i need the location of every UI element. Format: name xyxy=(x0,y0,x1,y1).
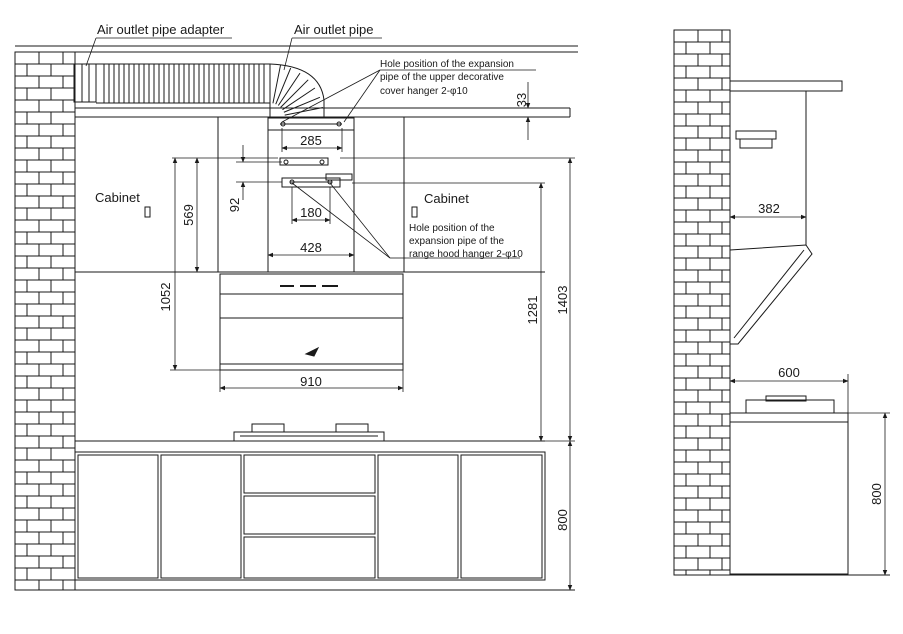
dim-hood-bottom-height: 1052 xyxy=(158,283,173,312)
upper-cabinet-shelf xyxy=(75,107,571,118)
dim-hood-width: 910 xyxy=(300,374,322,389)
dim-side-chimney-depth: 382 xyxy=(758,201,780,216)
air-outlet-pipe xyxy=(96,63,325,119)
side-worktop xyxy=(729,395,890,576)
front-view xyxy=(14,37,578,591)
dim-chimney-width: 428 xyxy=(300,240,322,255)
upper-hole-note-line-2: pipe of the upper decorative xyxy=(380,72,504,83)
cabinet-left-label: Cabinet xyxy=(95,190,140,205)
ceiling-slab xyxy=(15,45,578,53)
side-hood-profile xyxy=(729,244,813,345)
dim-cabinet-to-hood: 569 xyxy=(181,204,196,226)
lower-hole-note-line-3: range hood hanger 2-φ10 xyxy=(409,249,523,260)
cabinet-right-label: Cabinet xyxy=(424,191,469,206)
pipe-bend-corrugation-line xyxy=(272,64,282,104)
dim-side-counter-depth: 600 xyxy=(778,365,800,380)
pipe-bend-corrugation-line xyxy=(284,106,324,116)
side-view xyxy=(673,29,890,576)
dim-bracket-offset: 92 xyxy=(227,198,242,212)
side-bracket xyxy=(735,130,777,149)
dimension-lines-side xyxy=(729,214,890,576)
upper-hole-note-line-1: Hole position of the expansion xyxy=(380,59,514,70)
dim-hood-to-worktop: 1281 xyxy=(525,296,540,325)
lower-hole-note-line-1: Hole position of the xyxy=(409,223,495,234)
leader-lines xyxy=(85,37,536,259)
air-outlet-pipe-adapter-label: Air outlet pipe adapter xyxy=(97,22,225,37)
pipe-bend-corrugation-line xyxy=(283,96,321,113)
worktop xyxy=(75,440,545,453)
upper-cabinet-left xyxy=(144,117,219,272)
upper-cover-bracket xyxy=(267,117,355,131)
side-upper-cabinet xyxy=(729,80,843,250)
dimension-lines-front xyxy=(170,82,575,591)
dim-counter-height-front: 800 xyxy=(555,509,570,531)
upper-hole-note-line-3: cover hanger 2-φ10 xyxy=(380,86,468,97)
dim-upper-hanger-spacing: 285 xyxy=(300,133,322,148)
middle-bracket xyxy=(279,157,329,166)
upper-cabinet-right xyxy=(403,117,418,272)
pipe-bend-corrugation-line xyxy=(280,79,309,108)
chimney-cover xyxy=(267,130,355,272)
brick-wall-side xyxy=(673,29,731,576)
base-cabinets xyxy=(74,451,546,581)
air-outlet-pipe-adapter xyxy=(73,63,97,103)
pipe-bend-corrugation-line xyxy=(277,72,301,106)
range-hood-body xyxy=(219,273,404,371)
air-outlet-pipe-label: Air outlet pipe xyxy=(294,22,374,37)
dim-ceiling-to-worktop: 1403 xyxy=(555,286,570,315)
range-hood-hanger-bracket xyxy=(281,173,353,188)
dim-counter-height-side: 800 xyxy=(869,483,884,505)
gas-cooktop xyxy=(233,423,385,442)
pipe-bend-corrugation-line xyxy=(275,67,292,105)
brick-wall-left xyxy=(14,51,76,591)
pipe-bend-corrugation-line xyxy=(282,87,316,111)
dim-upper-gap: 33 xyxy=(514,93,529,107)
dim-lower-hanger-spacing: 180 xyxy=(300,205,322,220)
lower-hole-note-line-2: expansion pipe of the xyxy=(409,236,505,247)
